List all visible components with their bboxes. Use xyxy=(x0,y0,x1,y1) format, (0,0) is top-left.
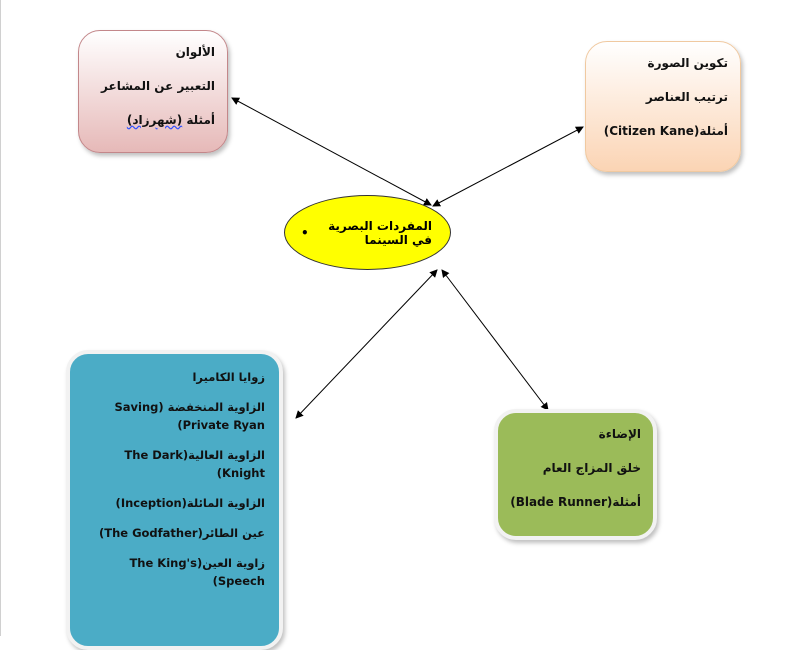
camera-line: عين الطائر(The Godfather) xyxy=(98,526,265,540)
colors-title: الألوان xyxy=(175,45,215,59)
camera-line: زاوية العين(The King's Speech) xyxy=(129,556,265,588)
lighting-title: الإضاءة xyxy=(598,427,641,441)
composition-line: ترتيب العناصر xyxy=(645,90,728,104)
colors-line: التعبير عن المشاعر xyxy=(101,79,215,93)
lighting-example: أمثلة(Blade Runner) xyxy=(510,495,641,509)
connector-arrows xyxy=(231,97,584,419)
arrow-composition xyxy=(432,126,584,207)
bullet: • xyxy=(301,225,309,240)
composition-title: تكوين الصورة xyxy=(647,56,728,70)
camera-line: الزاوية المائلة(Inception) xyxy=(115,496,265,510)
arrow-lighting xyxy=(441,269,549,411)
camera-line: الزاوية العالية(The Dark Knight) xyxy=(124,448,265,480)
camera-angles-box: زوايا الكاميرا الزاوية المنخفضة (Saving … xyxy=(66,350,283,650)
example-prefix: أمثلة xyxy=(182,113,215,127)
central-title: المفردات البصرية في السينما xyxy=(328,218,432,247)
lighting-box: الإضاءة خلق المزاج العام أمثلة(Blade Run… xyxy=(494,409,657,540)
arrow-colors xyxy=(231,97,432,206)
camera-line: الزاوية المنخفضة (Saving Private Ryan) xyxy=(114,400,265,432)
composition-example: أمثلة(Citizen Kane) xyxy=(603,124,728,138)
colors-example: أمثلة (شهرزاد) xyxy=(87,111,215,129)
composition-box: تكوين الصورة ترتيب العناصر أمثلة(Citizen… xyxy=(585,41,741,172)
arrow-camera xyxy=(295,269,438,419)
lighting-line: خلق المزاج العام xyxy=(542,461,641,475)
example-film: (شهرزاد) xyxy=(126,113,183,127)
camera-title: زوايا الكاميرا xyxy=(192,370,265,384)
page-edge xyxy=(0,0,1,636)
colors-box: الألوان التعبير عن المشاعر أمثلة (شهرزاد… xyxy=(78,30,228,153)
central-ellipse: المفردات البصرية في السينما • xyxy=(284,195,451,270)
